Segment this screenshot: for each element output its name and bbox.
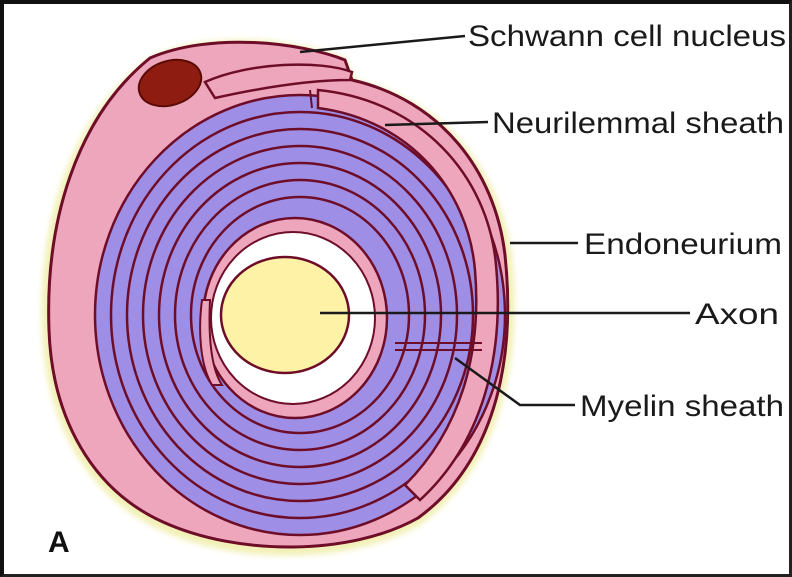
panel-label: A bbox=[48, 526, 70, 559]
label-myelin-sheath: Myelin sheath bbox=[580, 390, 784, 423]
label-axon: Axon bbox=[695, 298, 779, 331]
axon bbox=[221, 257, 349, 373]
label-schwann-nucleus: Schwann cell nucleus bbox=[468, 20, 786, 53]
label-neurilemmal-sheath: Neurilemmal sheath bbox=[492, 107, 784, 140]
label-endoneurium: Endoneurium bbox=[584, 228, 782, 261]
